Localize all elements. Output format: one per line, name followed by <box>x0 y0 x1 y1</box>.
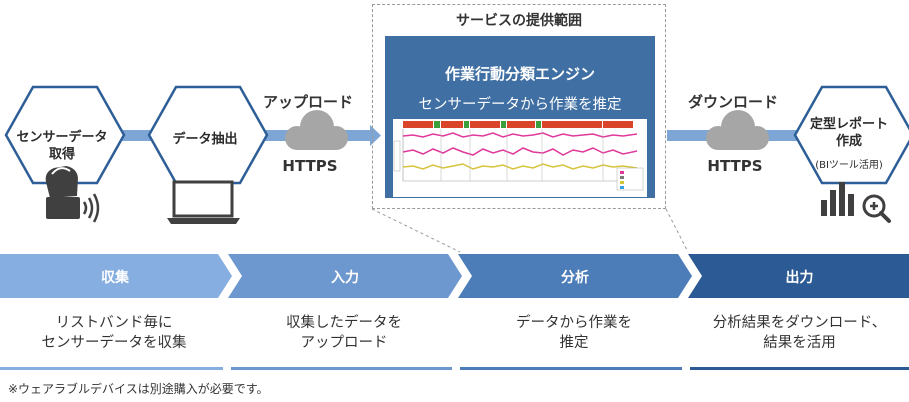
engine-subtitle: センサーデータから作業を推定 <box>418 97 622 113</box>
step-underline-output <box>690 367 909 370</box>
sensor-node-line1: センサーデータ <box>16 130 108 145</box>
step-chevron-analyze <box>458 254 692 298</box>
arrow-cloud-to-report <box>752 130 797 141</box>
download-label: ダウンロード <box>687 93 778 111</box>
bar-chart-magnifier-icon <box>821 182 891 223</box>
step-label-input: 入力 <box>331 270 359 286</box>
step-label-collect: 収集 <box>101 270 129 286</box>
sensor-node-label: センサーデータ 取得 <box>2 129 122 163</box>
sensor-node-line2: 取得 <box>48 147 75 162</box>
hex-report <box>793 85 909 185</box>
wristband-icon <box>45 166 100 223</box>
step-underline-input <box>231 367 452 370</box>
step-description-analyze: データから作業を 推定 <box>516 315 632 351</box>
report-node-sub: (BIツール活用) <box>815 160 883 171</box>
laptop-icon <box>167 180 240 224</box>
service-scope-title: サービスの提供範囲 <box>456 13 582 29</box>
step-underline-collect <box>0 367 223 370</box>
report-node-line1: 定型レポート <box>809 117 888 132</box>
step-description-collect: リストバンド毎に センサーデータを収集 <box>41 315 187 351</box>
upload-label: アップロード <box>262 93 353 111</box>
step-label-output: 出力 <box>785 270 814 286</box>
extract-node-label: データ抽出 <box>172 132 238 147</box>
step-description-output: 分析結果をダウンロード、 結果を活用 <box>712 315 887 351</box>
step-chevron-collect <box>0 254 232 298</box>
activity-chart-thumbnail <box>393 119 647 197</box>
hex-extract <box>147 85 269 185</box>
engine-title: 作業行動分類エンジン <box>444 65 595 83</box>
step-chevron-input <box>228 254 462 298</box>
step-chevron-output <box>688 254 909 298</box>
cloud-icon <box>285 110 348 150</box>
step-description-input: 収集したデータを アップロード <box>286 315 402 351</box>
cloud-icon <box>706 110 769 150</box>
arrow-sensor-to-extract <box>118 130 154 141</box>
step-underline-analyze <box>460 367 682 370</box>
download-protocol: HTTPS <box>707 157 763 175</box>
footnote: ※ウェアラブルデバイスは別途購入が必要です。 <box>8 382 269 396</box>
arrow-extract-to-cloud <box>250 130 290 141</box>
service-scope-box <box>372 4 666 209</box>
upload-protocol: HTTPS <box>282 157 338 175</box>
report-node-label: 定型レポート 作成 <box>795 116 903 150</box>
report-node-line2: 作成 <box>835 134 862 149</box>
step-label-analyze: 分析 <box>561 270 589 286</box>
arrow-download-line <box>667 130 712 141</box>
hex-sensor <box>4 85 126 185</box>
